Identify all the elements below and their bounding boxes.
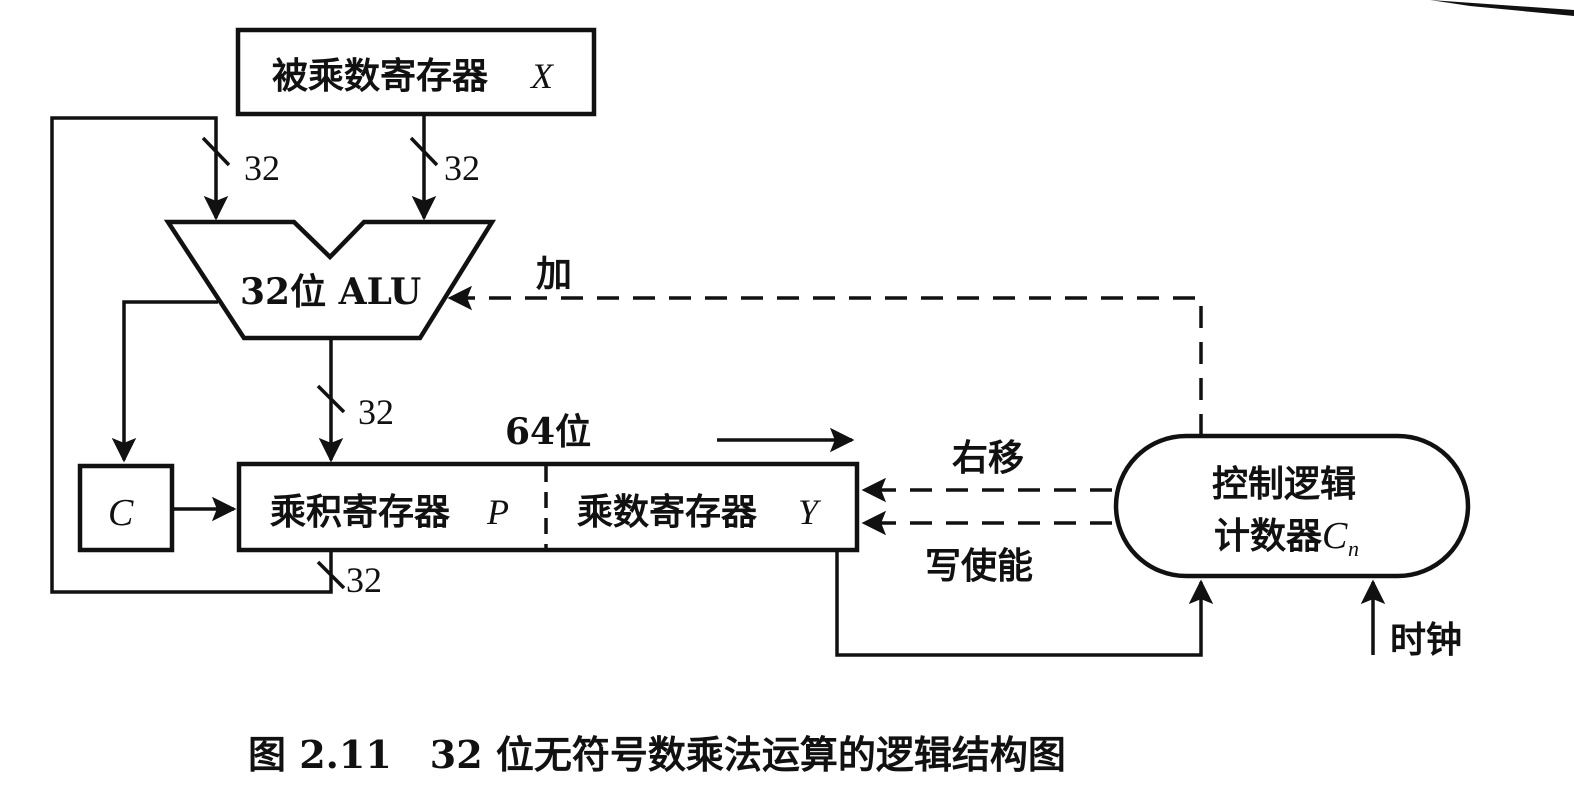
signal-clock-label: 时钟 — [1390, 619, 1462, 661]
control-label-line1: 控制逻辑 — [1212, 463, 1356, 505]
figure-caption: 图 2.11 32 位无符号数乘法运算的逻辑结构图 — [248, 732, 1066, 777]
signal-shift-right: 右移 — [861, 437, 1112, 503]
signal-add: 加 — [447, 253, 1203, 436]
multiplicand-register-var: X — [529, 56, 555, 96]
bus-width-label: 32 — [244, 148, 280, 188]
carry-label: C — [108, 492, 134, 534]
product-register-var: P — [486, 492, 509, 532]
control-label-line2: 计数器 — [1214, 515, 1323, 557]
bus-width-tick — [201, 136, 231, 167]
signal-add-label: 加 — [536, 253, 572, 295]
alu: 32位 ALU — [163, 219, 497, 341]
bus-alu-to-product: 32 — [316, 338, 394, 463]
bus-width-label: 32 — [444, 148, 480, 188]
multiplier-register-label: 乘数寄存器 — [577, 491, 758, 533]
multiplier-register: 乘数寄存器 Y — [577, 491, 822, 533]
counter-var: C — [1322, 515, 1348, 557]
control-logic: 控制逻辑 计数器 C n — [1113, 433, 1471, 579]
bus-width-tick — [409, 136, 439, 167]
product-register: 乘积寄存器 P — [270, 491, 509, 533]
wire-alu-to-carry — [111, 300, 218, 463]
bus-width-label: 32 — [358, 392, 394, 432]
bus-x-to-alu: 32 — [409, 114, 480, 221]
multiplicand-register-label: 被乘数寄存器 — [272, 55, 489, 97]
wire-y0-to-control — [835, 550, 1214, 657]
bus-product-feedback: 32 32 — [50, 116, 382, 600]
signal-shift-right-label: 右移 — [952, 437, 1024, 479]
signal-clock: 时钟 — [1360, 579, 1462, 661]
counter-subscript: n — [1348, 536, 1359, 561]
bus-width-tick — [316, 560, 346, 590]
signal-write-enable: 写使能 — [861, 510, 1112, 587]
carry-register: C — [77, 463, 175, 553]
bus-width-tick — [316, 384, 346, 414]
register-width-label: 64位 — [505, 411, 591, 453]
alu-label: 32位 ALU — [240, 271, 421, 313]
scan-artifact — [1430, 0, 1574, 16]
product-register-label: 乘积寄存器 — [270, 491, 451, 533]
signal-write-enable-label: 写使能 — [925, 545, 1033, 587]
multiplicand-register: 被乘数寄存器 X — [235, 27, 597, 117]
bus-width-label: 32 — [346, 560, 382, 600]
multiplier-register-var: Y — [798, 492, 822, 532]
product-multiplier-register: 乘积寄存器 P 乘数寄存器 Y — [236, 461, 860, 553]
